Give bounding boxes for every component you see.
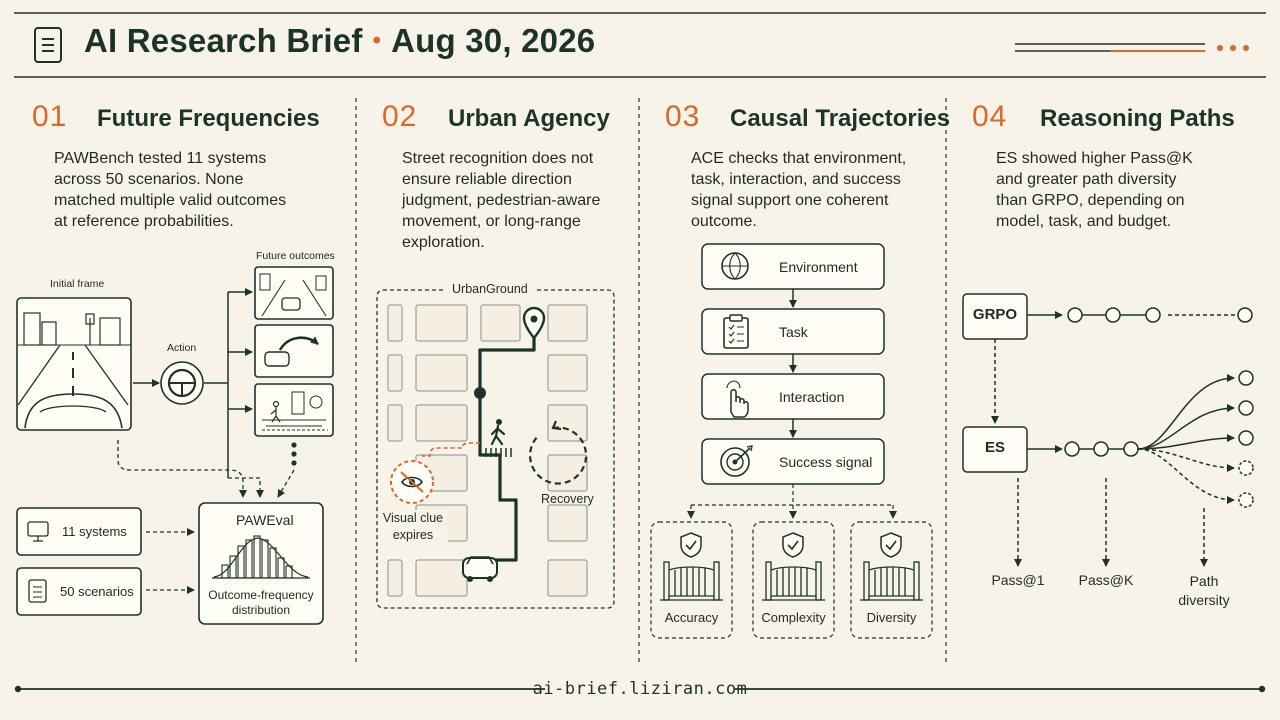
scenarios-label: 50 scenarios: [60, 584, 134, 599]
check-diversity: Diversity: [866, 610, 917, 625]
header-deco-lines: [1015, 43, 1249, 52]
header-rule: [14, 12, 1266, 78]
section-number-3: 03: [665, 100, 701, 133]
paweval-caption: Outcome-frequency distribution: [208, 588, 314, 617]
visual-clue-label: Visual clue expires: [378, 510, 448, 544]
section-text-3: ACE checks that environment, task, inter…: [691, 150, 907, 230]
metric-path-diversity: Path diversity: [1178, 573, 1230, 608]
section-text-2: Street recognition does not ensure relia…: [402, 150, 601, 251]
action-label: Action: [167, 342, 197, 354]
urbanground-label: UrbanGround: [446, 282, 534, 296]
recovery-label: Recovery: [541, 492, 594, 506]
section-number-1: 01: [32, 100, 68, 133]
es-label: ES: [984, 439, 1005, 456]
footer-rule: [14, 685, 1266, 693]
future-outcomes-label: Future outcomes: [256, 250, 335, 262]
metric-pass-at-1: Pass@1: [991, 572, 1045, 588]
check-complexity: Complexity: [761, 610, 826, 625]
section-title-1: Future Frequencies: [97, 105, 320, 132]
section2-diagram: [376, 289, 615, 609]
step-task: Task: [779, 324, 808, 340]
systems-label: 11 systems: [62, 524, 127, 539]
section-title-2: Urban Agency: [448, 105, 610, 132]
section-title-3: Causal Trajectories: [730, 105, 951, 132]
document-icon: [34, 27, 62, 63]
page-date: Aug 30, 2026: [391, 22, 596, 59]
page-title: AI Research Brief • Aug 30, 2026: [84, 22, 595, 60]
step-environment: Environment: [779, 259, 858, 275]
grpo-label: GRPO: [972, 306, 1018, 323]
section4-diagram: [962, 293, 1254, 567]
section3-diagram: [650, 243, 933, 639]
paweval-title: PAWEval: [236, 512, 294, 528]
section-text-1: PAWBench tested 11 systems across 50 sce…: [54, 150, 287, 230]
footer-url[interactable]: ai-brief.liziran.com: [532, 679, 748, 699]
page-title-text: AI Research Brief: [84, 22, 363, 59]
section-number-2: 02: [382, 100, 418, 133]
metric-pass-at-k: Pass@K: [1078, 572, 1134, 588]
initial-frame-label: Initial frame: [50, 278, 105, 290]
section-number-4: 04: [972, 100, 1008, 133]
check-accuracy: Accuracy: [664, 610, 719, 625]
title-separator: •: [372, 27, 382, 54]
section-title-4: Reasoning Paths: [1040, 105, 1235, 132]
section1-diagram: [16, 266, 334, 625]
column-dividers: [355, 98, 947, 665]
step-interaction: Interaction: [779, 389, 845, 405]
section-text-4: ES showed higher Pass@K and greater path…: [996, 150, 1193, 230]
step-success-signal: Success signal: [779, 454, 873, 470]
